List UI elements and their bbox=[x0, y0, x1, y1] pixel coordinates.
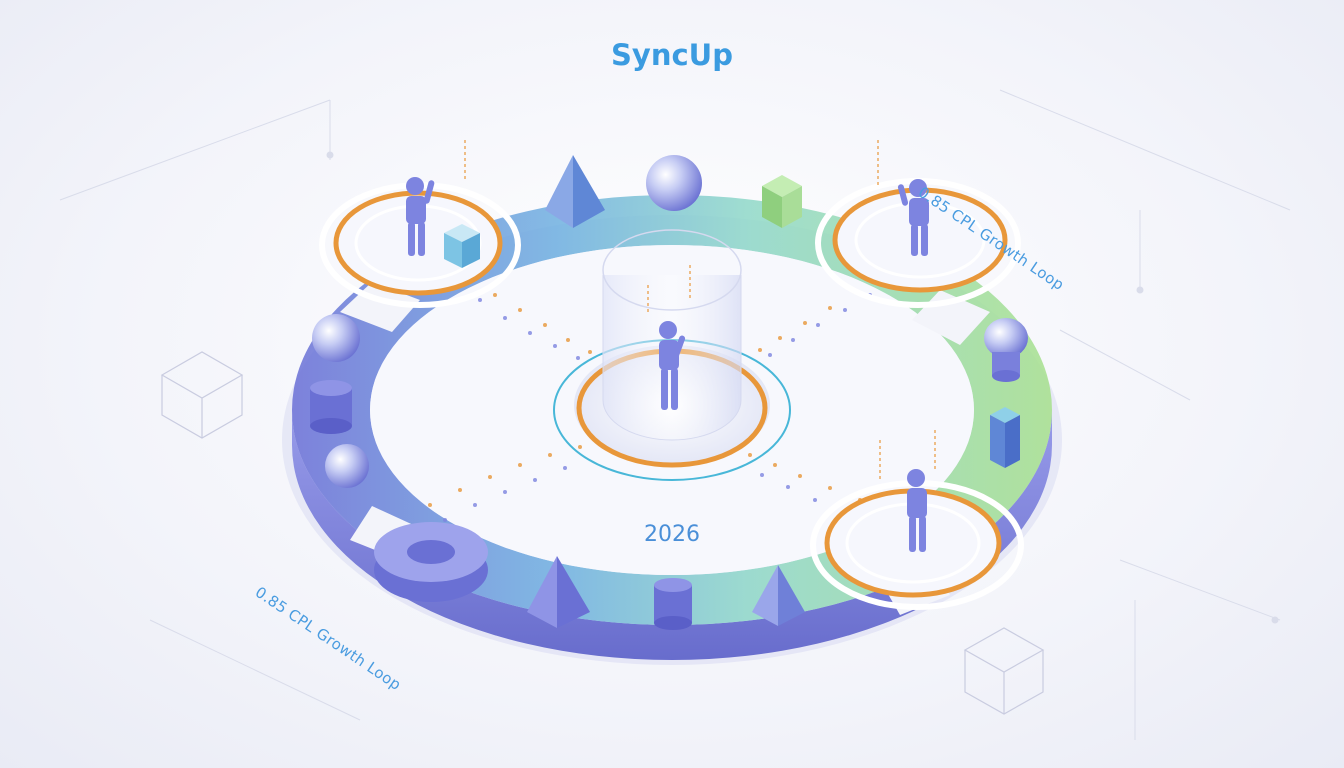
person-figure-icon bbox=[907, 469, 927, 552]
sphere-shape-top bbox=[646, 155, 702, 211]
upward-arrows bbox=[464, 140, 936, 480]
pyramid-shape-bottom-right bbox=[752, 565, 805, 626]
sphere-shape-left-lower bbox=[325, 444, 369, 488]
small-cube-top-left bbox=[444, 224, 480, 268]
pyramid-shape-top bbox=[545, 155, 605, 228]
background-network bbox=[59, 89, 1291, 740]
cylinder-shape-bottom bbox=[654, 578, 692, 630]
prism-shape-right bbox=[990, 407, 1020, 468]
page-title: SyncUp bbox=[611, 38, 733, 72]
person-figure-icon bbox=[897, 179, 929, 256]
pyramid-shape-bottom bbox=[527, 556, 590, 628]
wireframe-cube-left bbox=[160, 351, 244, 439]
cylinder-shape-left bbox=[310, 380, 352, 434]
person-figure-icon bbox=[659, 321, 686, 410]
mushroom-shape-right bbox=[984, 318, 1028, 382]
year-label: 2026 bbox=[644, 522, 700, 547]
torus-shape-bottom-left bbox=[374, 522, 488, 602]
wireframe-cube-right bbox=[963, 627, 1045, 715]
person-figure-icon bbox=[406, 177, 435, 256]
sphere-shape-left-upper bbox=[312, 314, 360, 362]
cube-shape-top bbox=[762, 175, 802, 228]
